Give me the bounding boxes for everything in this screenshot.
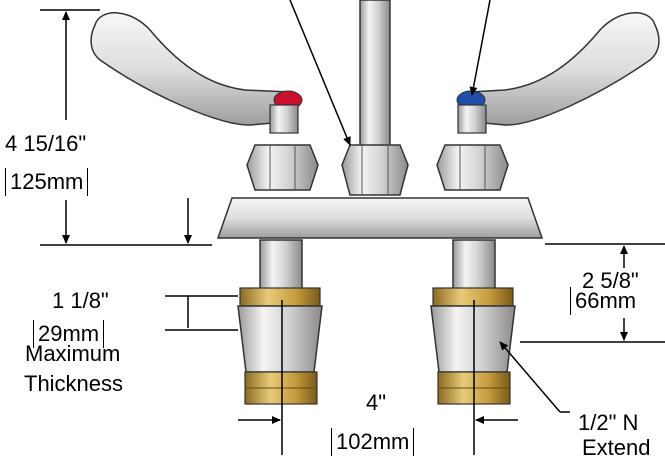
leader-line-left [289,0,351,146]
shank-imperial-label: 2 5/8" [582,268,639,293]
thickness-imperial-label: 1 1/8" [52,288,109,313]
thickness-note-line1: Maximum [25,341,121,366]
cold-valve-body [436,144,509,191]
shank-dimension [520,243,665,343]
spacing-metric-label: 102mm [331,428,415,456]
inlet-leader [499,341,570,413]
leader-line-right [469,0,491,96]
deck-base [216,197,544,239]
spout-nut [341,144,409,196]
hot-mounting-hardware [237,287,323,405]
height-dimension [40,9,212,246]
thickness-metric-label: 29mm [33,320,105,348]
hot-valve-body [246,144,319,191]
hot-handle [90,12,303,134]
height-imperial-label: 4 15/16" [5,131,87,156]
cold-shank [452,239,496,296]
thickness-note-line2: Thickness [24,371,124,396]
hot-shank [259,239,303,296]
inlet-label-line2: Extend [582,435,651,460]
inlet-label-line1: 1/2" N [578,410,639,435]
spacing-dimension [238,300,518,455]
cold-mounting-hardware [430,287,516,405]
thickness-dimension [165,295,238,331]
cold-handle [456,12,660,134]
shank-metric-label: 66mm [570,287,640,315]
spout-stem [359,0,391,151]
height-metric-label: 125mm [5,168,89,196]
spacing-imperial-label: 4" [366,390,387,415]
